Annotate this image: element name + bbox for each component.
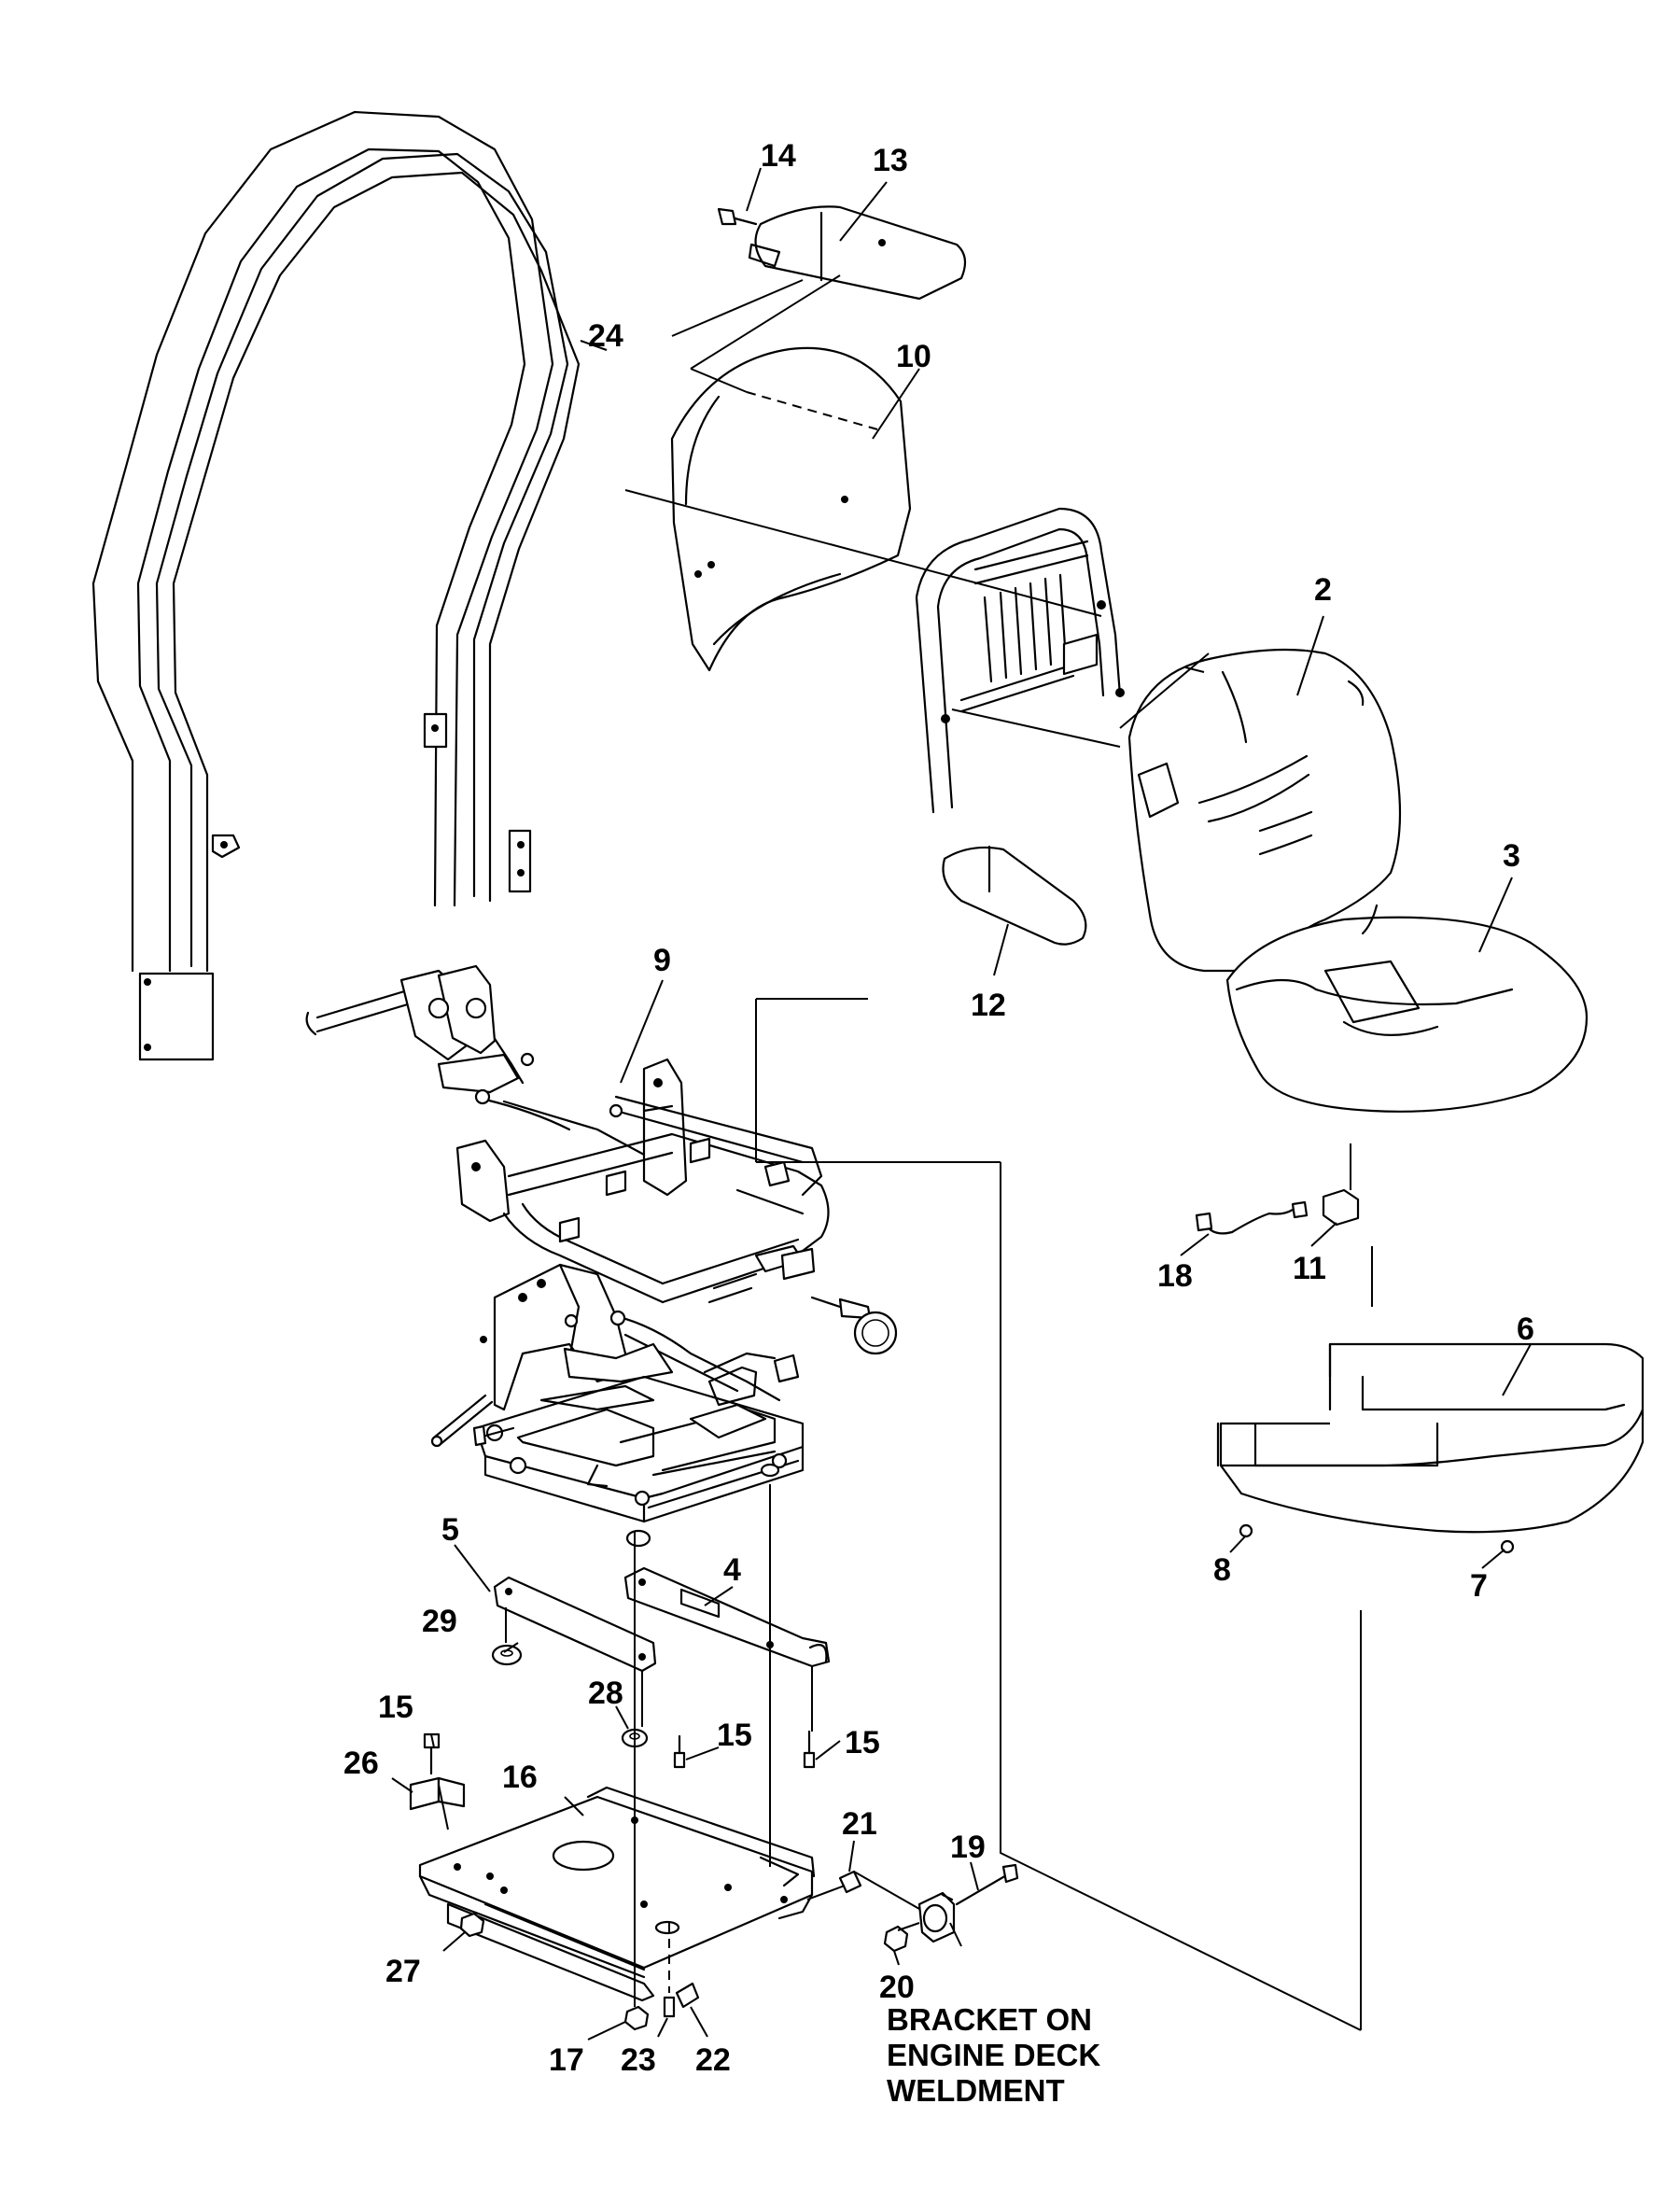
callout-9: 9 xyxy=(653,943,671,978)
seat-bottom-cushion-part xyxy=(1225,904,1589,1113)
seat-back-frame-part xyxy=(915,507,1125,814)
callout-14: 14 xyxy=(761,138,796,174)
callout-28: 28 xyxy=(588,1676,623,1711)
seat-switch-part xyxy=(1322,1188,1360,1227)
washer-top-part xyxy=(625,1463,780,1548)
callout-24: 24 xyxy=(588,318,623,354)
bolt-15-part xyxy=(423,1730,816,1775)
callout-leaders xyxy=(391,167,1532,2041)
callout-20: 20 xyxy=(879,1970,915,2005)
engine-deck-bracket-part xyxy=(917,1891,956,1943)
callout-17: 17 xyxy=(549,2042,584,2078)
armrest-lower-part xyxy=(942,845,1087,946)
callout-29: 29 xyxy=(422,1604,457,1639)
callout-6: 6 xyxy=(1517,1311,1534,1347)
callout-15-middle: 15 xyxy=(717,1718,752,1753)
callout-26: 26 xyxy=(343,1746,379,1781)
callout-27: 27 xyxy=(385,1954,421,1989)
bracket-note: BRACKET ON ENGINE DECK WELDMENT xyxy=(887,2002,1100,2108)
callout-labels: 24 14 13 10 2 3 12 9 18 11 6 8 7 5 4 29 … xyxy=(343,138,1534,2078)
suspension-base-part xyxy=(430,1263,805,1523)
callout-15-left: 15 xyxy=(378,1690,413,1725)
callout-22: 22 xyxy=(695,2042,731,2078)
slide-rail-4-part xyxy=(623,1566,831,1668)
callout-15-right: 15 xyxy=(845,1725,880,1760)
callout-21: 21 xyxy=(842,1806,877,1842)
armrest-upper-part xyxy=(748,205,967,301)
bolt-14-part xyxy=(717,207,758,226)
mount-plate-part xyxy=(418,1786,816,2002)
washer-29-part xyxy=(491,1644,523,1666)
callout-12: 12 xyxy=(971,988,1006,1023)
callout-10: 10 xyxy=(896,339,931,374)
callout-8: 8 xyxy=(1213,1552,1231,1588)
nut-20-part xyxy=(883,1925,909,1953)
seat-pan-part xyxy=(1216,1342,1645,1534)
callout-18: 18 xyxy=(1157,1258,1193,1294)
nut-27-part xyxy=(459,1912,485,1938)
callout-5: 5 xyxy=(441,1512,459,1548)
roll-bar-part xyxy=(91,110,581,1061)
callout-13: 13 xyxy=(873,143,908,178)
callout-2: 2 xyxy=(1314,572,1332,608)
callout-11: 11 xyxy=(1293,1251,1326,1286)
wire-harness-part xyxy=(1195,1200,1309,1235)
callout-19: 19 xyxy=(950,1830,986,1865)
seat-back-cushion-part xyxy=(1127,648,1402,973)
screw-23-part xyxy=(663,1923,676,2018)
clip-22-part xyxy=(675,1982,700,2009)
callout-16: 16 xyxy=(502,1760,538,1795)
callout-4: 4 xyxy=(723,1552,741,1588)
bolt-19-part xyxy=(955,1863,1019,1906)
nut-17-part xyxy=(623,2005,650,2031)
screw-8-part xyxy=(1239,1523,1253,1538)
slide-rail-5-part xyxy=(493,1576,657,1673)
bracket-26-part xyxy=(409,1776,466,1811)
callout-23: 23 xyxy=(621,2042,656,2078)
bracket-note-line-3: WELDMENT xyxy=(887,2073,1065,2108)
callout-3: 3 xyxy=(1503,838,1520,874)
bracket-note-line-2: ENGINE DECK xyxy=(887,2038,1100,2072)
callout-7: 7 xyxy=(1470,1568,1488,1604)
spacer-21-part xyxy=(838,1870,862,1894)
bracket-note-line-1: BRACKET ON xyxy=(887,2002,1092,2037)
assembly-lines xyxy=(438,274,1362,2031)
seat-frame-part xyxy=(305,964,898,1355)
seat-back-shell-part xyxy=(670,346,912,672)
